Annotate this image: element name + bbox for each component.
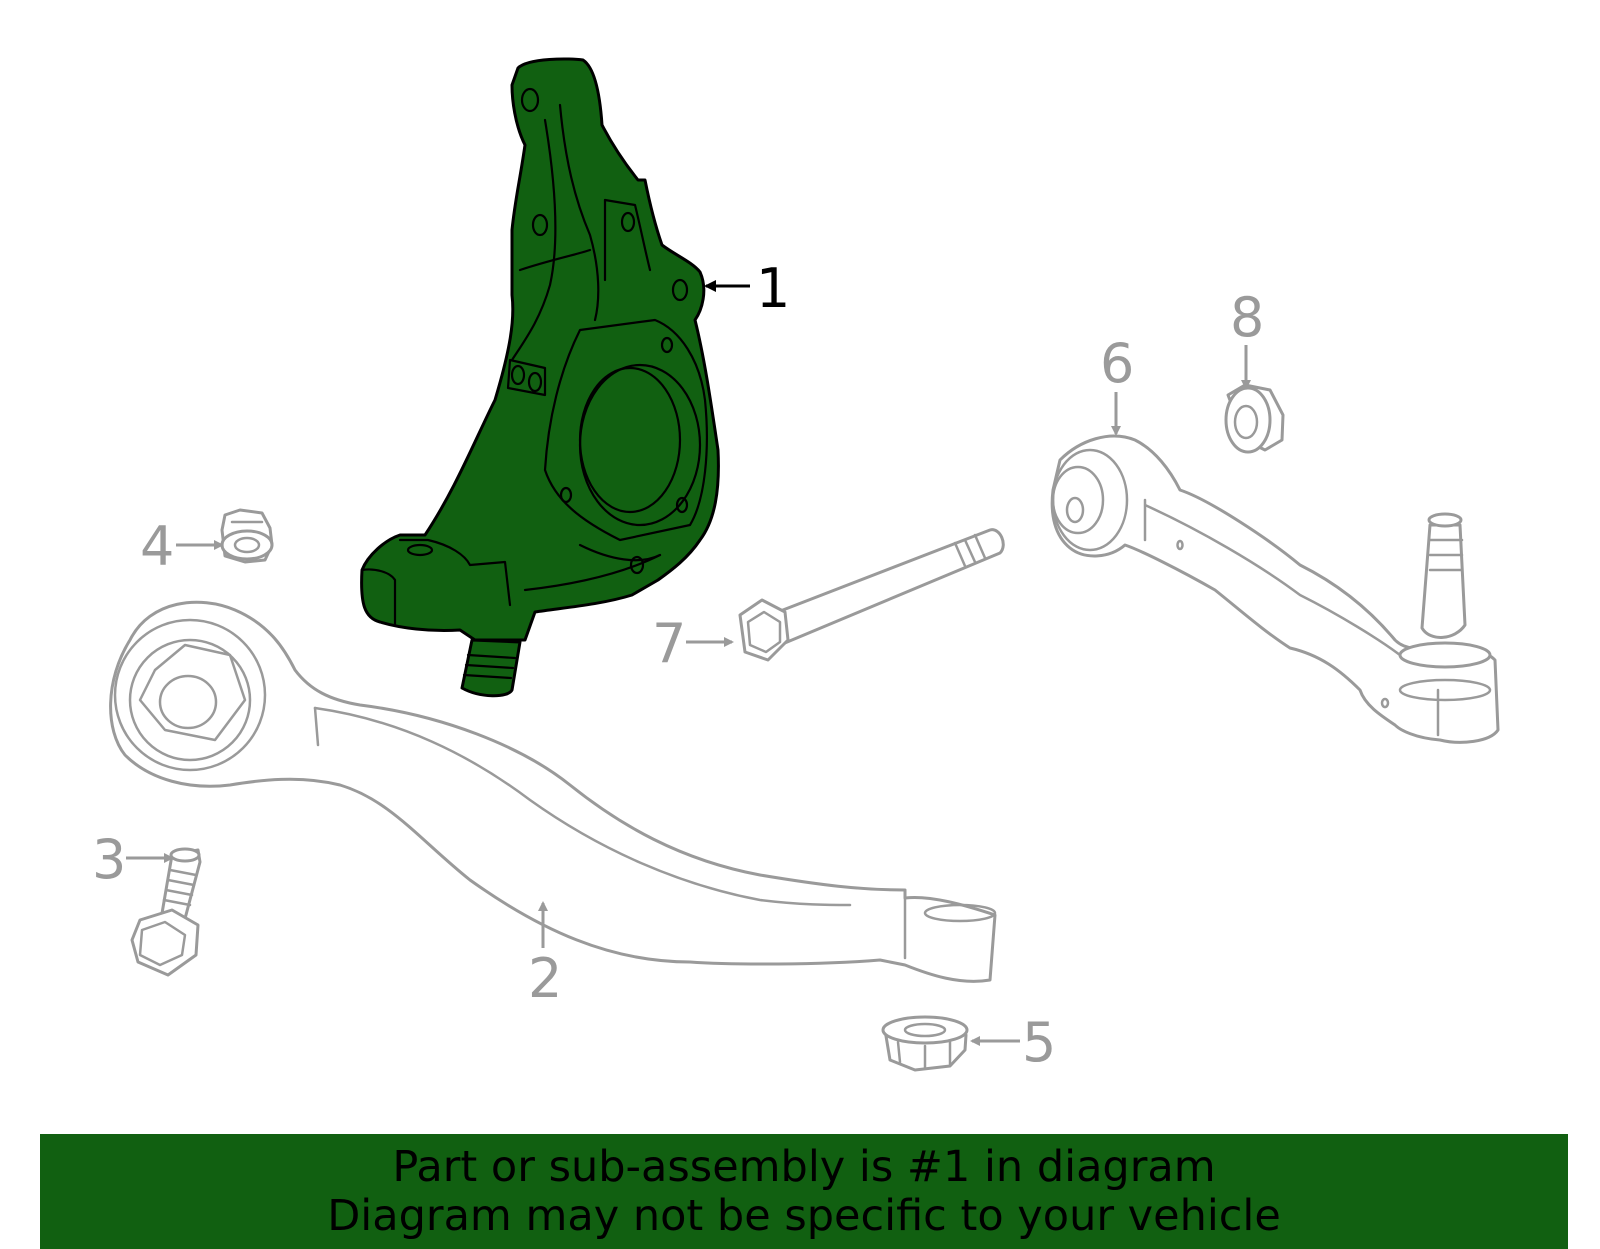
steering-knuckle-part-1[interactable] xyxy=(360,57,720,698)
banner-line-2: Diagram may not be specific to your vehi… xyxy=(327,1190,1281,1241)
callout-5[interactable]: 5 xyxy=(1022,1011,1056,1074)
bolt-part-3[interactable] xyxy=(130,847,202,977)
nut-part-4[interactable] xyxy=(220,508,274,564)
callout-8[interactable]: 8 xyxy=(1230,286,1264,349)
callout-3[interactable]: 3 xyxy=(92,828,126,891)
nut-part-5[interactable] xyxy=(881,1015,969,1072)
callout-6[interactable]: 6 xyxy=(1100,332,1134,395)
lower-control-arm-part-2[interactable] xyxy=(109,600,997,983)
info-banner: Part or sub-assembly is #1 in diagram Di… xyxy=(40,1134,1568,1249)
long-bolt-part-7[interactable] xyxy=(738,528,1005,662)
parts-diagram: 1 2 3 4 5 6 7 8 xyxy=(92,57,1500,1074)
upper-control-arm-part-6[interactable] xyxy=(1050,434,1500,744)
callout-4[interactable]: 4 xyxy=(140,515,174,578)
callout-2[interactable]: 2 xyxy=(528,947,562,1010)
banner-line-1: Part or sub-assembly is #1 in diagram xyxy=(392,1141,1216,1192)
nut-part-8[interactable] xyxy=(1224,383,1285,454)
callout-7[interactable]: 7 xyxy=(652,612,686,675)
callout-1[interactable]: 1 xyxy=(756,257,790,320)
